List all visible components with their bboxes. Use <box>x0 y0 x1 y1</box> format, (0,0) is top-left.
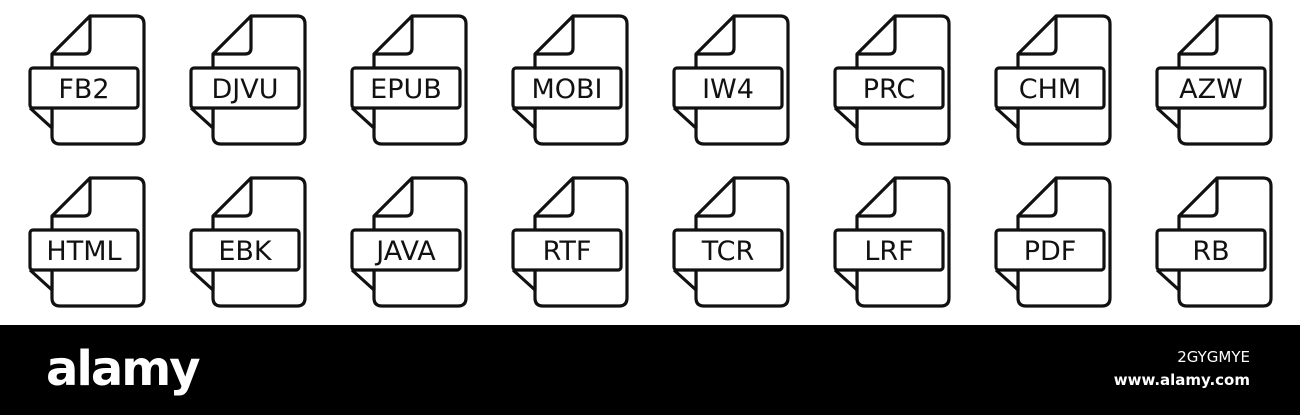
label-band <box>350 228 462 272</box>
label-band <box>672 228 784 272</box>
folded-corner <box>1018 178 1058 218</box>
file-mobi-icon: MOBI <box>511 14 629 146</box>
label-flap <box>350 106 376 130</box>
label-flap <box>994 106 1020 130</box>
label-band <box>833 228 945 272</box>
file-pdf-icon: PDF <box>994 176 1112 308</box>
label-flap <box>672 268 698 292</box>
folded-corner <box>213 16 253 56</box>
label-band <box>511 228 623 272</box>
label-band <box>833 66 945 110</box>
file-html-icon: HTML <box>28 176 146 308</box>
file-format-label: FB2 <box>58 74 109 105</box>
file-format-label: PDF <box>1024 236 1077 267</box>
folded-corner <box>52 178 92 218</box>
folded-corner <box>696 16 736 56</box>
file-chm-icon: CHM <box>994 14 1112 146</box>
file-format-label: TCR <box>701 236 755 267</box>
file-format-label: RB <box>1192 236 1229 267</box>
label-band <box>1155 66 1267 110</box>
label-flap <box>511 106 537 130</box>
label-flap <box>1155 268 1181 292</box>
file-format-label: CHM <box>1019 74 1081 105</box>
file-format-label: EPUB <box>370 74 442 105</box>
folded-corner <box>535 178 575 218</box>
file-format-label: EBK <box>218 236 273 267</box>
label-flap <box>994 268 1020 292</box>
folded-corner <box>1179 16 1219 56</box>
label-band <box>189 66 301 110</box>
source-url: www.alamy.com <box>1113 371 1250 389</box>
file-format-label: IW4 <box>702 74 754 105</box>
label-flap <box>189 268 215 292</box>
file-epub-icon: EPUB <box>350 14 468 146</box>
file-format-label: MOBI <box>531 74 602 105</box>
file-tcr-icon: TCR <box>672 176 790 308</box>
file-prc-icon: PRC <box>833 14 951 146</box>
folded-corner <box>1018 16 1058 56</box>
label-band <box>189 228 301 272</box>
label-flap <box>511 268 537 292</box>
folded-corner <box>374 178 414 218</box>
folded-corner <box>52 16 92 56</box>
alamy-logo: alamy <box>46 341 201 397</box>
file-djvu-icon: DJVU <box>189 14 307 146</box>
label-band <box>28 228 140 272</box>
label-flap <box>350 268 376 292</box>
file-format-label: DJVU <box>212 74 279 105</box>
file-format-label: JAVA <box>374 236 436 267</box>
file-format-label: AZW <box>1179 74 1243 105</box>
file-format-icon-grid: FB2 DJVU EPUB MOBI IW4 PRC CHM AZW HTML EBK JAVA RT… <box>28 14 1273 308</box>
folded-corner <box>1179 178 1219 218</box>
image-id: 2GYGMYE <box>1177 348 1250 366</box>
file-rtf-icon: RTF <box>511 176 629 308</box>
label-flap <box>833 268 859 292</box>
label-flap <box>28 268 54 292</box>
folded-corner <box>857 16 897 56</box>
file-iw4-icon: IW4 <box>672 14 790 146</box>
label-flap <box>672 106 698 130</box>
label-band <box>1155 228 1267 272</box>
folded-corner <box>374 16 414 56</box>
watermark-footer: alamy 2GYGMYE www.alamy.com <box>0 325 1300 415</box>
file-lrf-icon: LRF <box>833 176 951 308</box>
label-band <box>511 66 623 110</box>
label-flap <box>189 106 215 130</box>
file-format-label: LRF <box>864 236 913 267</box>
file-format-label: PRC <box>863 74 916 105</box>
file-format-label: RTF <box>543 236 592 267</box>
file-format-label: HTML <box>46 236 121 267</box>
label-flap <box>28 106 54 130</box>
folded-corner <box>535 16 575 56</box>
label-flap <box>1155 106 1181 130</box>
label-band <box>672 66 784 110</box>
file-rb-icon: RB <box>1155 176 1273 308</box>
label-band <box>28 66 140 110</box>
folded-corner <box>213 178 253 218</box>
folded-corner <box>857 178 897 218</box>
folded-corner <box>696 178 736 218</box>
label-flap <box>833 106 859 130</box>
label-band <box>994 66 1106 110</box>
file-ebk-icon: EBK <box>189 176 307 308</box>
file-fb2-icon: FB2 <box>28 14 146 146</box>
file-azw-icon: AZW <box>1155 14 1273 146</box>
label-band <box>994 228 1106 272</box>
label-band <box>350 66 462 110</box>
file-java-icon: JAVA <box>350 176 468 308</box>
